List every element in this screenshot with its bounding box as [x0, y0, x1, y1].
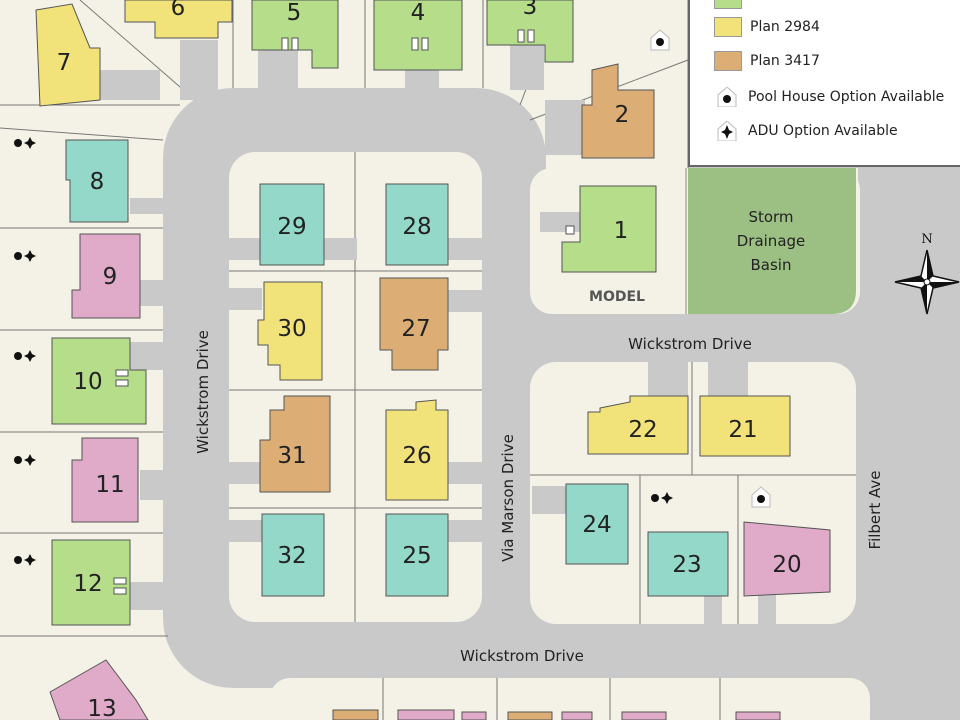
lot-20-pool-house-icon: [751, 486, 771, 508]
lot-5-label: 5: [287, 0, 302, 26]
house-30: [257, 281, 323, 381]
legend-label-plan-2984: Plan 2984: [750, 19, 820, 35]
legend-row-pool-house: Pool House Option Available: [714, 86, 944, 108]
lot-numbers: 6 5 4 3 7 2 8 9 10 11 12 13 29 28 30 27 …: [57, 0, 802, 720]
lot-31-label: 31: [277, 443, 306, 469]
lot-28-label: 28: [402, 214, 431, 240]
house-4: [373, 0, 463, 71]
legend-label-plan-3417: Plan 3417: [750, 53, 820, 69]
lot-11-label: 11: [95, 472, 124, 498]
lot-30-label: 30: [277, 316, 306, 342]
house-32: [261, 513, 325, 597]
house-22: [587, 395, 689, 455]
lot-22-label: 22: [628, 417, 657, 443]
house-21: [699, 395, 791, 457]
lot-2-label: 2: [615, 102, 630, 128]
basin-label-1: Storm: [748, 208, 793, 226]
lot-32-label: 32: [277, 543, 306, 569]
lot-4-label: 4: [411, 0, 426, 26]
lot-11-pool-adu-icons: [14, 454, 36, 466]
lot-9-pool-adu-icons: [14, 250, 36, 262]
house-8: [65, 139, 129, 223]
north-arrow-icon: [894, 249, 960, 315]
house-13: [49, 659, 149, 720]
house-24: [565, 483, 629, 565]
basin-label-2: Drainage: [737, 232, 806, 250]
lot-24-label: 24: [582, 512, 611, 538]
lot-10-label: 10: [73, 369, 102, 395]
legend-row-plan-3417: Plan 3417: [714, 50, 820, 72]
lot-21-label: 21: [728, 417, 757, 443]
adu-star-icon: [714, 121, 740, 141]
lot-12-label: 12: [73, 571, 102, 597]
lot-8-label: 8: [90, 169, 105, 195]
house-1: [561, 185, 657, 273]
street-filbert-ave: Filbert Ave: [866, 471, 884, 550]
model-label: MODEL: [589, 289, 645, 305]
lot-7-label: 7: [57, 50, 72, 76]
option-badges: [14, 29, 771, 566]
legend-swatch-orange: [714, 51, 742, 71]
street-via-marson: Via Marson Drive: [499, 434, 517, 562]
lot-20-label: 20: [772, 552, 801, 578]
house-5: [251, 0, 339, 69]
legend-swatch-yellow: [714, 17, 742, 37]
lot-3-label: 3: [523, 0, 538, 20]
legend-label-adu: ADU Option Available: [748, 123, 898, 139]
street-wickstrom-left: Wickstrom Drive: [194, 330, 212, 454]
legend-row-green: [714, 0, 750, 10]
basin-label-3: Basin: [751, 256, 792, 274]
lot-9-label: 9: [103, 264, 118, 290]
lot-1-label: 1: [614, 218, 629, 244]
legend-row-adu: ADU Option Available: [714, 120, 898, 142]
lot-23-label: 23: [672, 552, 701, 578]
legend-row-plan-2984: Plan 2984: [714, 16, 820, 38]
street-wickstrom-mid: Wickstrom Drive: [628, 335, 752, 353]
house-23: [647, 531, 729, 597]
driveways: [100, 40, 776, 624]
lot-12-pool-adu-icons: [14, 554, 36, 566]
north-label: N: [921, 232, 932, 247]
house-12: [51, 539, 131, 626]
house-31: [259, 395, 331, 493]
house-11: [71, 437, 139, 523]
house-7: [35, 3, 101, 107]
legend: Plan 2984 Plan 3417 Pool House Option Av…: [688, 0, 960, 167]
lot-25-label: 25: [402, 543, 431, 569]
lot-10-pool-adu-icons: [14, 350, 36, 362]
house-6: [124, 0, 233, 39]
house-28: [385, 183, 449, 266]
lot-29-label: 29: [277, 214, 306, 240]
legend-label-pool-house: Pool House Option Available: [748, 89, 945, 105]
lot-13-label: 13: [87, 696, 116, 720]
lot-27-label: 27: [401, 316, 430, 342]
pool-house-icon: [714, 87, 740, 107]
house-26: [385, 399, 449, 501]
street-wickstrom-bottom: Wickstrom Drive: [460, 647, 584, 665]
lot-6-label: 6: [171, 0, 186, 21]
house-25: [385, 513, 449, 597]
house-27: [379, 277, 449, 371]
lot-8-pool-adu-icons: [14, 137, 36, 149]
storm-drainage-basin: [688, 168, 856, 314]
legend-swatch-green: [714, 0, 742, 9]
lot-26-label: 26: [402, 443, 431, 469]
house-10: [51, 337, 147, 425]
lot-23-pool-adu-icons: [651, 492, 673, 504]
houses: [35, 0, 831, 720]
house-2: [581, 63, 655, 159]
lot-3-pool-house-icon: [650, 29, 670, 51]
house-29: [259, 183, 325, 266]
house-20: [743, 521, 831, 597]
house-9: [71, 233, 141, 319]
